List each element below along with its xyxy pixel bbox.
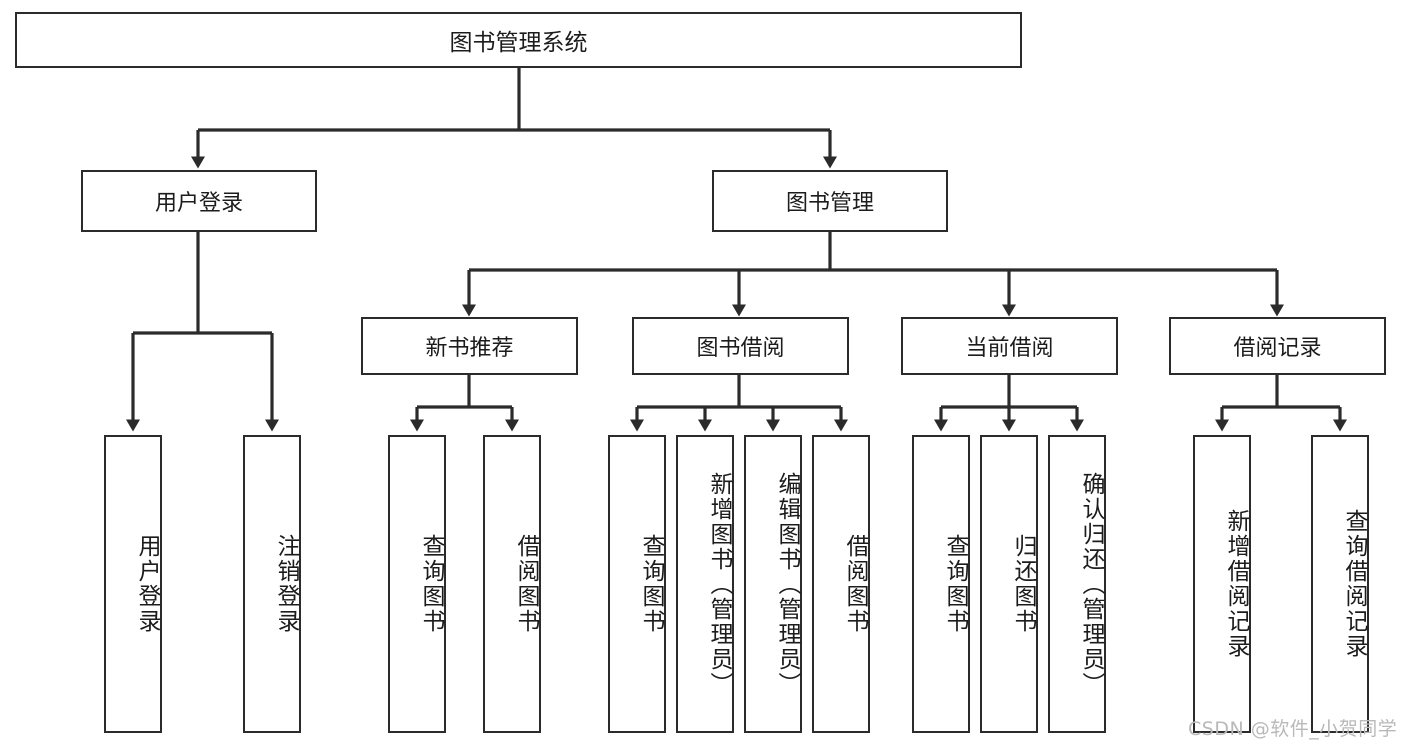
- node-leaf-edit-book[interactable]: 编辑图书（管理员）: [744, 435, 802, 733]
- node-book-manage[interactable]: 图书管理: [712, 170, 948, 232]
- node-leaf-return-book[interactable]: 归还图书: [980, 435, 1038, 733]
- node-leaf-add-book-label: 新增图书（管理员）: [706, 471, 732, 697]
- node-leaf-query-book-2-label: 查询图书: [638, 534, 664, 634]
- node-borrow-record-label: 借阅记录: [1233, 336, 1322, 361]
- node-leaf-query-record-label: 查询借阅记录: [1341, 509, 1367, 659]
- node-leaf-logout-login-label: 注销登录: [273, 534, 299, 634]
- node-current-borrow-label: 当前借阅: [965, 336, 1054, 361]
- watermark-text: CSDN @软件_小贺同学: [1188, 718, 1398, 740]
- node-leaf-query-book-3[interactable]: 查询图书: [912, 435, 970, 733]
- node-user-login-label: 用户登录: [154, 191, 243, 216]
- node-leaf-user-login[interactable]: 用户登录: [104, 435, 162, 733]
- node-leaf-borrow-book-1[interactable]: 借阅图书: [483, 435, 541, 733]
- node-leaf-query-record[interactable]: 查询借阅记录: [1311, 435, 1369, 733]
- node-leaf-query-book-3-label: 查询图书: [942, 534, 968, 634]
- node-borrow-record[interactable]: 借阅记录: [1169, 317, 1386, 375]
- node-user-login[interactable]: 用户登录: [81, 170, 317, 232]
- node-leaf-query-book-1[interactable]: 查询图书: [388, 435, 446, 733]
- node-leaf-borrow-book-2[interactable]: 借阅图书: [812, 435, 870, 733]
- node-leaf-logout-login[interactable]: 注销登录: [243, 435, 301, 733]
- node-leaf-user-login-label: 用户登录: [134, 534, 160, 634]
- node-book-manage-label: 图书管理: [785, 191, 874, 216]
- node-leaf-edit-book-label: 编辑图书（管理员）: [774, 471, 800, 697]
- node-new-book-recommend-label: 新书推荐: [425, 336, 514, 361]
- node-leaf-borrow-book-1-label: 借阅图书: [513, 534, 539, 634]
- node-leaf-return-book-label: 归还图书: [1010, 534, 1036, 634]
- node-leaf-confirm-return-label: 确认归还（管理员）: [1078, 471, 1104, 697]
- node-leaf-add-record-label: 新增借阅记录: [1223, 509, 1249, 659]
- node-leaf-borrow-book-2-label: 借阅图书: [842, 534, 868, 634]
- node-new-book-recommend[interactable]: 新书推荐: [361, 317, 578, 375]
- node-leaf-query-book-1-label: 查询图书: [418, 534, 444, 634]
- node-leaf-add-record[interactable]: 新增借阅记录: [1193, 435, 1251, 733]
- node-book-borrow[interactable]: 图书借阅: [632, 317, 849, 375]
- node-leaf-add-book[interactable]: 新增图书（管理员）: [676, 435, 734, 733]
- node-leaf-query-book-2[interactable]: 查询图书: [608, 435, 666, 733]
- node-root[interactable]: 图书管理系统: [15, 12, 1022, 68]
- node-current-borrow[interactable]: 当前借阅: [901, 317, 1118, 375]
- node-root-label: 图书管理系统: [449, 30, 588, 56]
- node-leaf-confirm-return[interactable]: 确认归还（管理员）: [1048, 435, 1106, 733]
- node-book-borrow-label: 图书借阅: [696, 336, 785, 361]
